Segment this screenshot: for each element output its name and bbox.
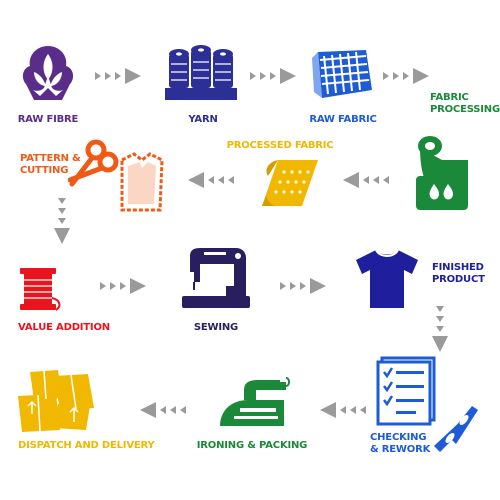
flow-arrow-right: [280, 278, 326, 294]
step-label-fabric-processing: FABRIC PROCESSING: [430, 92, 500, 116]
flow-arrow-down: [54, 198, 70, 244]
step-label-pattern-cutting: PATTERN & CUTTING: [20, 153, 81, 177]
parcels-icon: [18, 370, 94, 432]
thread-spool-icon: [20, 268, 61, 311]
yarn-spools-icon: [165, 45, 237, 100]
flow-arrow-left: [320, 402, 366, 418]
label-line-2: CUTTING: [20, 165, 69, 176]
label-line-2: & REWORK: [370, 444, 431, 455]
flow-arrow-left: [140, 402, 186, 418]
step-label-yarn: YARN: [188, 114, 218, 125]
label-line-2: PROCESSING: [430, 104, 500, 115]
scissors-pattern-icon: [68, 139, 164, 212]
flow-arrow-right: [250, 68, 296, 84]
step-label-finished-product: FINISHED PRODUCT: [432, 262, 485, 286]
flow-arrow-right: [100, 278, 146, 294]
step-label-raw-fibre: RAW FIBRE: [17, 114, 79, 125]
step-label-ironing-packing: IRONING & PACKING: [196, 440, 308, 451]
t-shirt-icon: [356, 249, 418, 308]
step-label-sewing: SEWING: [193, 322, 239, 333]
sewing-machine-icon: [182, 248, 250, 308]
flow-arrow-left: [343, 172, 389, 188]
step-label-checking-rework: CHECKING & REWORK: [370, 432, 430, 456]
checklist-clippers-icon: [376, 356, 478, 452]
label-line-2: PRODUCT: [432, 274, 485, 285]
flow-arrow-right: [95, 68, 141, 84]
fabric-roll-dye-icon: [416, 136, 468, 210]
woven-fabric-icon: [312, 50, 372, 98]
label-line-1: PATTERN &: [20, 153, 81, 164]
iron-icon: [220, 377, 290, 426]
label-line-1: FINISHED: [432, 262, 484, 273]
label-line-1: FABRIC: [430, 92, 469, 103]
cotton-boll-icon: [22, 46, 74, 100]
step-label-raw-fabric: RAW FABRIC: [309, 114, 377, 125]
rolled-fabric-icon: [262, 160, 318, 206]
step-label-processed-fabric: PROCESSED FABRIC: [226, 140, 334, 151]
label-line-1: CHECKING: [370, 432, 427, 443]
flow-arrow-right: [383, 68, 429, 84]
step-label-value-addition: VALUE ADDITION: [18, 322, 110, 333]
flow-arrow-down: [432, 306, 448, 352]
flow-arrow-left: [188, 172, 234, 188]
step-label-dispatch-delivery: DISPATCH AND DELIVERY: [18, 440, 155, 451]
